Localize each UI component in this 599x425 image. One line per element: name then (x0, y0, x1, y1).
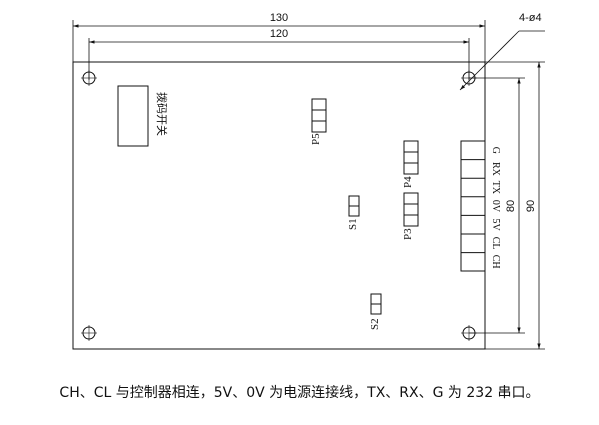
mounting-hole-bottom-left (81, 325, 97, 341)
s1-label: S1 (347, 218, 359, 230)
terminal-block (460, 140, 486, 272)
terminal-label-cl: CL (490, 237, 501, 250)
terminal-label-rx: RX (490, 162, 501, 177)
dim-label-120: 120 (270, 28, 288, 40)
terminal-label-g: G (490, 147, 501, 154)
dim-label-130: 130 (270, 12, 288, 24)
board-outline (72, 61, 486, 350)
switch-s1 (348, 195, 360, 217)
mounting-hole-top-left (81, 70, 97, 86)
switch-s2 (370, 293, 382, 315)
dim-label-80: 80 (505, 200, 517, 212)
p3-label: P3 (402, 228, 414, 240)
mounting-hole-top-right (461, 70, 477, 86)
terminal-labels: CH CL 5V 0V TX RX G (490, 147, 501, 269)
hole-callout-label: 4-ø4 (519, 12, 542, 24)
p4-label: P4 (402, 176, 414, 188)
s2-label: S2 (369, 318, 381, 330)
connector-p4 (403, 140, 419, 175)
caption: CH、CL 与控制器相连，5V、0V 为电源连接线，TX、RX、G 为 232 … (59, 385, 540, 401)
connector-p5 (311, 98, 327, 133)
dip-switch-label: 拨码开关 (155, 92, 169, 136)
hole-callout-leader (459, 30, 520, 91)
terminal-label-0v: 0V (490, 200, 501, 213)
dip-switch-box (117, 85, 149, 147)
terminal-label-5v: 5V (490, 218, 501, 231)
board-drawing: 130 120 80 90 4-ø4 拨码开关 (72, 12, 545, 350)
mounting-hole-bottom-right (461, 325, 477, 341)
terminal-label-ch: CH (490, 255, 501, 269)
dim-label-90: 90 (525, 200, 537, 212)
connector-p3 (403, 192, 419, 227)
p5-label: P5 (310, 133, 322, 145)
terminal-label-tx: TX (490, 181, 501, 195)
